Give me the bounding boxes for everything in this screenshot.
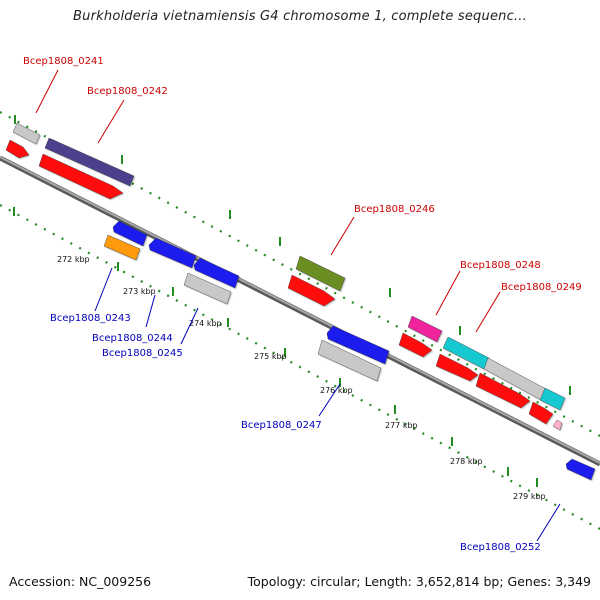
gene-0241-feature[interactable] <box>12 122 41 145</box>
callout-line-0242 <box>97 99 125 144</box>
callout-line-0252 <box>536 503 561 542</box>
callout-line-0249 <box>475 291 501 333</box>
gene-0247-feature[interactable] <box>317 339 382 382</box>
callout-line-0245 <box>180 307 199 345</box>
gene-0243-blue-cds[interactable] <box>112 220 148 247</box>
callout-line-0246 <box>330 216 355 256</box>
map-title: Burkholderia vietnamiensis G4 chromosome… <box>73 9 527 24</box>
gene-label-0244[interactable]: Bcep1808_0244 <box>92 333 173 344</box>
gene-label-0242[interactable]: Bcep1808_0242 <box>87 86 168 97</box>
gene-label-0245[interactable]: Bcep1808_0245 <box>102 348 183 359</box>
gene-0242-feature[interactable] <box>44 137 135 187</box>
chromosome-backbone <box>0 155 600 467</box>
gene-0244-feature[interactable] <box>148 237 197 269</box>
gene-0241-cds[interactable] <box>5 139 30 159</box>
callout-line-0247 <box>318 383 341 417</box>
gene-0248-cds[interactable] <box>398 332 433 358</box>
gene-label-0252[interactable]: Bcep1808_0252 <box>460 542 541 553</box>
scale-label-279: 279 kbp <box>513 492 546 501</box>
callout-line-0241 <box>35 69 59 114</box>
topology-summary: Topology: circular; Length: 3,652,814 bp… <box>247 574 591 589</box>
gene-label-0246[interactable]: Bcep1808_0246 <box>354 204 435 215</box>
gene-0252-feature[interactable] <box>565 458 596 481</box>
gene-pink-fragment[interactable] <box>552 419 563 431</box>
gene-0245-feature[interactable] <box>183 272 232 305</box>
gene-0246-feature[interactable] <box>295 255 346 292</box>
gene-0250-cds[interactable] <box>475 372 531 409</box>
scale-label-273: 273 kbp <box>123 287 156 296</box>
callout-lines <box>35 69 561 542</box>
callout-line-0243 <box>94 267 113 312</box>
gene-0251-feature[interactable] <box>539 387 566 411</box>
scale-label-274: 274 kbp <box>189 319 222 328</box>
gene-0242-cds[interactable] <box>38 153 124 200</box>
gene-label-0247[interactable]: Bcep1808_0247 <box>241 420 322 431</box>
lower-outer-rail <box>0 204 600 530</box>
major-ticks <box>13 115 571 487</box>
gene-label-0249[interactable]: Bcep1808_0249 <box>501 282 582 293</box>
scale-label-275: 275 kbp <box>254 352 287 361</box>
callout-line-0248 <box>435 270 461 316</box>
gene-labels: Bcep1808_0241 Bcep1808_0242 Bcep1808_024… <box>23 56 582 553</box>
gene-0248-feature[interactable] <box>407 315 443 343</box>
callout-line-0244 <box>145 294 156 328</box>
gene-0246-cds[interactable] <box>287 274 336 307</box>
scale-label-272: 272 kbp <box>57 255 90 264</box>
gene-0249-cds[interactable] <box>435 353 479 382</box>
gene-0243-feature[interactable] <box>103 234 141 261</box>
gene-0251-cds[interactable] <box>528 401 554 425</box>
scale-label-278: 278 kbp <box>450 457 483 466</box>
upper-outer-rail <box>0 111 600 437</box>
guide-rails <box>0 111 600 530</box>
gene-0247-blue-cds[interactable] <box>326 325 390 365</box>
accession-text: Accession: NC_009256 <box>9 574 152 589</box>
gene-label-0241[interactable]: Bcep1808_0241 <box>23 56 104 67</box>
gene-features[interactable] <box>5 122 596 481</box>
gene-label-0243[interactable]: Bcep1808_0243 <box>50 313 131 324</box>
gene-label-0248[interactable]: Bcep1808_0248 <box>460 260 541 271</box>
scale-label-277: 277 kbp <box>385 421 418 430</box>
gene-0245-blue-cds[interactable] <box>193 257 240 289</box>
